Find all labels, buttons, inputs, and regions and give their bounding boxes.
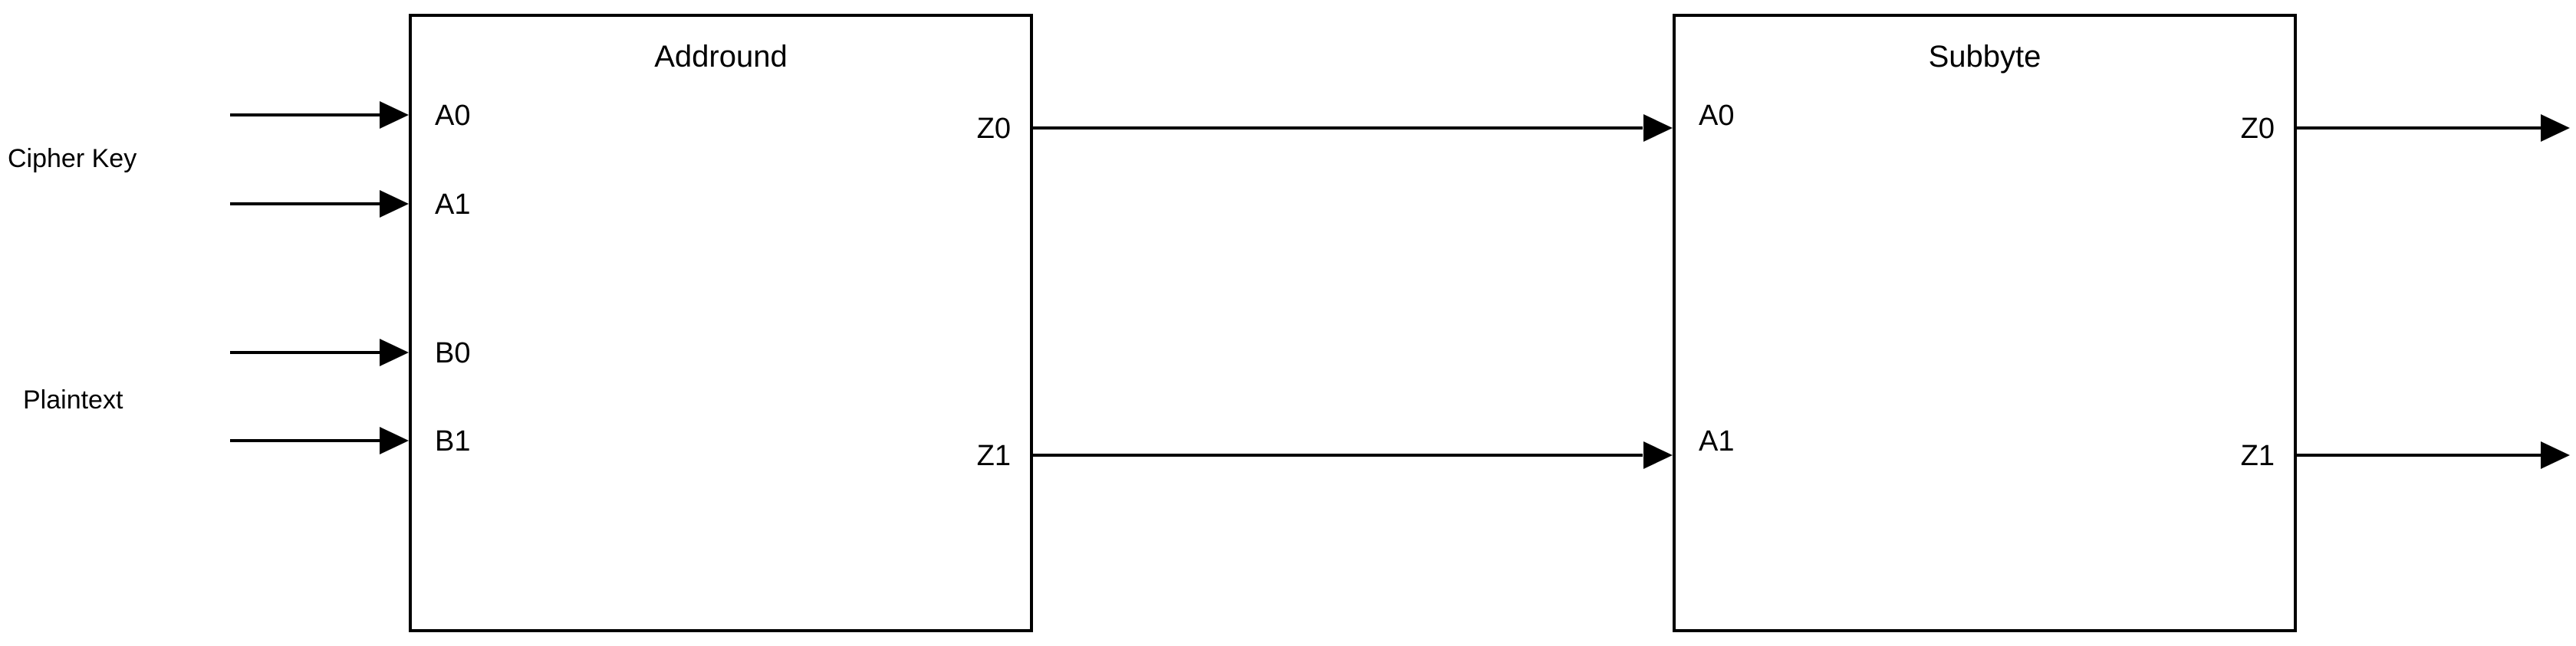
wire-cipherkey-to-addround-a0 — [230, 113, 383, 116]
block-subbyte[interactable]: Subbyte A0 A1 Z0 Z1 — [1673, 14, 2297, 632]
pin-subbyte-input-a1[interactable]: A1 — [1699, 425, 1735, 457]
wire-addround-z1-to-subbyte-a1 — [1033, 454, 1643, 457]
arrowhead-addround-b0 — [380, 339, 409, 366]
arrowhead-subbyte-a1 — [1643, 441, 1673, 469]
external-input-label-plaintext: Plaintext — [23, 385, 123, 415]
pin-addround-input-b1[interactable]: B1 — [435, 425, 471, 457]
arrowhead-subbyte-z0-output — [2541, 114, 2570, 142]
block-subbyte-title: Subbyte — [1928, 40, 2041, 74]
wire-subbyte-z1-output — [2297, 454, 2542, 457]
wire-subbyte-z0-output — [2297, 126, 2542, 130]
pin-subbyte-input-a0[interactable]: A0 — [1699, 100, 1735, 132]
pin-addround-output-z0[interactable]: Z0 — [976, 113, 1011, 145]
wire-addround-z0-to-subbyte-a0 — [1033, 126, 1643, 130]
wire-cipherkey-to-addround-a1 — [230, 202, 383, 205]
wire-plaintext-to-addround-b0 — [230, 351, 383, 354]
pin-addround-output-z1[interactable]: Z1 — [976, 440, 1011, 472]
pin-subbyte-output-z0[interactable]: Z0 — [2240, 113, 2275, 145]
arrowhead-addround-a1 — [380, 190, 409, 218]
wire-plaintext-to-addround-b1 — [230, 439, 383, 442]
pin-addround-input-a1[interactable]: A1 — [435, 189, 471, 221]
block-addround[interactable]: Addround A0 A1 B0 B1 Z0 Z1 — [409, 14, 1033, 632]
external-input-label-cipher-key: Cipher Key — [8, 144, 137, 173]
pin-subbyte-output-z1[interactable]: Z1 — [2240, 440, 2275, 472]
block-addround-title: Addround — [654, 40, 788, 74]
arrowhead-addround-a0 — [380, 101, 409, 129]
pin-addround-input-b0[interactable]: B0 — [435, 337, 471, 369]
arrowhead-addround-b1 — [380, 427, 409, 454]
arrowhead-subbyte-a0 — [1643, 114, 1673, 142]
pin-addround-input-a0[interactable]: A0 — [435, 100, 471, 132]
arrowhead-subbyte-z1-output — [2541, 441, 2570, 469]
